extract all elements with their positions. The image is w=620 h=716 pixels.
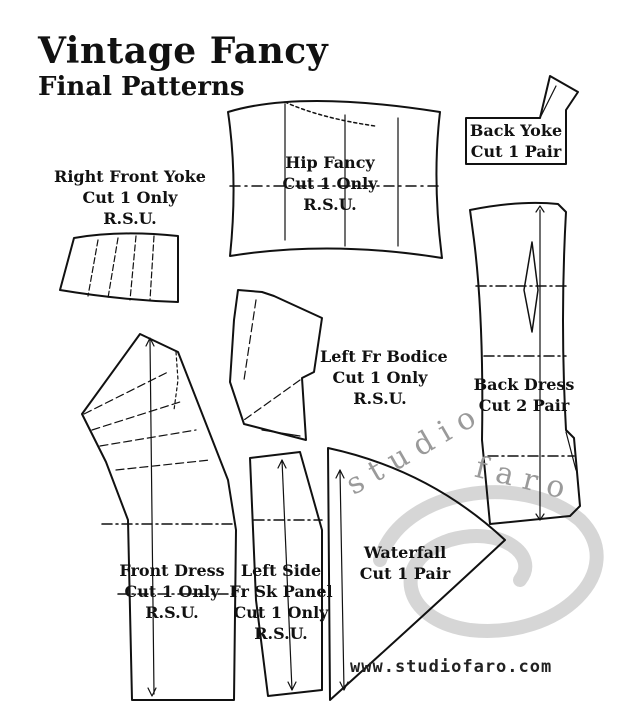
piece-left-fr-bodice — [229, 289, 323, 441]
label-left-fr-bodice: Left Fr Bodice Cut 1 Only R.S.U. — [320, 347, 448, 408]
watermark-swirl — [373, 485, 604, 638]
label-back-yoke: Back Yoke Cut 1 Pair — [469, 121, 563, 161]
label-waterfall: Waterfall Cut 1 Pair — [359, 543, 451, 583]
page-subtitle: Final Patterns — [38, 72, 245, 102]
page-title: Vintage Fancy — [38, 30, 329, 72]
piece-back-yoke — [465, 75, 579, 165]
website-url: www.studiofaro.com — [350, 657, 553, 677]
piece-right-front-yoke — [59, 232, 179, 303]
label-right-front-yoke: Right Front Yoke Cut 1 Only R.S.U. — [54, 167, 206, 228]
piece-waterfall — [327, 447, 506, 701]
piece-hip-fancy — [227, 100, 443, 259]
label-hip-fancy: Hip Fancy Cut 1 Only R.S.U. — [282, 153, 378, 214]
label-left-side-fr-sk-panel: Left Side Fr Sk Panel Cut 1 Only R.S.U. — [229, 561, 333, 643]
piece-front-dress — [81, 333, 237, 701]
piece-back-dress — [469, 201, 581, 525]
piece-left-side-fr-sk-panel — [249, 451, 323, 697]
label-front-dress: Front Dress Cut 1 Only R.S.U. — [119, 561, 225, 622]
label-back-dress: Back Dress Cut 2 Pair — [473, 375, 575, 415]
